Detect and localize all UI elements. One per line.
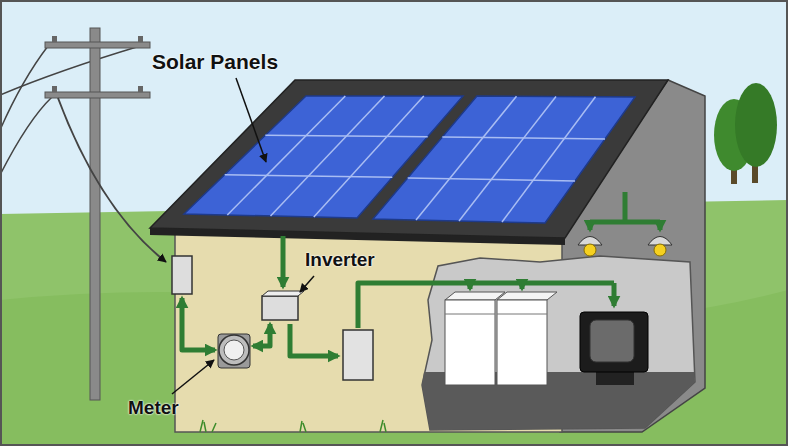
- meter-glass: [224, 340, 244, 360]
- tree-crown: [735, 83, 777, 167]
- washer: [445, 292, 505, 385]
- tv-body: [580, 312, 648, 372]
- panel-grid-line: [502, 97, 596, 222]
- panel-grid: [408, 96, 605, 222]
- flow-wire: [623, 192, 628, 222]
- washer-body: [445, 300, 495, 385]
- pole: [90, 28, 100, 400]
- service-drop: [58, 98, 166, 262]
- tv-stand: [596, 372, 634, 385]
- roof: [150, 80, 668, 238]
- tv-screen: [590, 320, 634, 362]
- meter-ring: [219, 335, 249, 365]
- panel-grid-line: [265, 135, 427, 136]
- service-box: [172, 256, 192, 294]
- panel-grid-line: [459, 97, 556, 222]
- solar-panel-array: [184, 96, 635, 223]
- roof-edge: [150, 228, 565, 245]
- panel-grid-line: [225, 175, 393, 178]
- meter-symbol: [218, 334, 250, 368]
- crossarm: [45, 42, 150, 48]
- panel-grid-line: [408, 178, 575, 181]
- power-line: [0, 97, 52, 175]
- flow-wire: [358, 283, 614, 328]
- power-line: [0, 46, 140, 95]
- panel-grid-line: [442, 137, 605, 139]
- leader-line: [236, 78, 266, 162]
- insulator: [52, 36, 57, 42]
- insulator: [138, 86, 143, 92]
- inverter-top: [262, 291, 304, 296]
- panel-grid-line: [271, 96, 385, 216]
- dryer-body: [497, 300, 547, 385]
- inverter-box: [262, 296, 298, 320]
- power-flow-wiring: [182, 192, 660, 356]
- television: [580, 312, 648, 385]
- solar-panel: [373, 96, 635, 223]
- dryer-panel-line: [497, 314, 547, 315]
- flow-arrow: [290, 324, 338, 356]
- breaker-panel: [343, 330, 373, 380]
- panel-grid-line: [416, 96, 517, 220]
- flow-arrow: [520, 283, 525, 289]
- crossarm: [45, 92, 150, 98]
- power-line: [0, 46, 48, 130]
- callout-label: Meter: [128, 398, 179, 419]
- dryer: [497, 292, 557, 385]
- trees: [714, 83, 777, 184]
- lamps: [578, 237, 672, 257]
- washer-panel-line: [445, 314, 495, 315]
- leader-lines: [172, 78, 314, 394]
- insulator: [138, 36, 143, 42]
- washer-top: [445, 292, 505, 300]
- callout-label: Solar Panels: [152, 50, 278, 73]
- flow-arrow: [253, 324, 270, 346]
- flow-arrow: [612, 283, 617, 306]
- callout-label: Inverter: [305, 250, 375, 271]
- flow-arrow: [281, 236, 286, 287]
- flow-arrow: [182, 298, 215, 350]
- flow-wire: [590, 220, 660, 225]
- leader-line: [172, 360, 214, 394]
- flow-arrow: [658, 222, 663, 230]
- insulator: [52, 86, 57, 92]
- flow-arrow: [588, 222, 593, 230]
- lamp-bulb: [654, 244, 666, 256]
- leader-line: [300, 276, 314, 292]
- lamp-bulb: [584, 244, 596, 256]
- utility-pole: [0, 28, 166, 400]
- meter-base: [218, 334, 250, 368]
- dryer-top: [497, 292, 557, 300]
- grass-tufts: [200, 420, 386, 432]
- grass-tuft: [200, 420, 386, 432]
- flow-arrow: [468, 283, 473, 289]
